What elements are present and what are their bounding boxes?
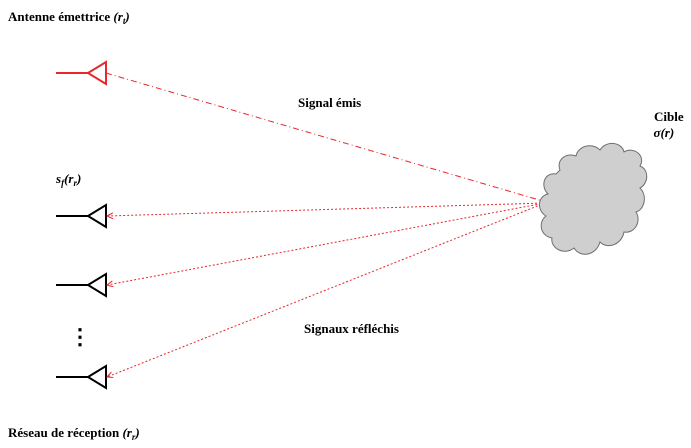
target-label-text: Cible — [654, 109, 684, 124]
transmit-antenna-icon — [56, 60, 107, 86]
reflected-signal-arrow — [107, 202, 546, 216]
reflected-signal-arrow — [107, 202, 546, 377]
transmit-antenna-text: Antenne émettrice — [8, 9, 111, 24]
reflected-signal-arrow — [107, 202, 546, 285]
target-label-math: σ(r) — [653, 125, 675, 140]
target-cloud-icon — [539, 143, 648, 255]
receive-array-math: (rr) — [122, 425, 140, 442]
vertical-ellipsis: ⋮ — [69, 324, 91, 349]
emitted-signal-arrow — [105, 72, 546, 202]
transmit-antenna-label: Antenne émettrice (rt) — [8, 10, 130, 26]
receive-antenna-icon — [56, 203, 107, 229]
emitted-signal-label: Signal émis — [298, 95, 362, 110]
receive-array-text: Réseau de réception — [8, 425, 120, 440]
target-label: Cible σ(r) — [653, 109, 684, 139]
transmit-antenna-math: (rt) — [113, 9, 130, 26]
receive-array-label: Réseau de réception (rr) — [8, 426, 140, 442]
reflected-signals-label: Signaux réfléchis — [304, 321, 399, 336]
receive-antenna-icon — [56, 364, 107, 390]
receive-antenna-icon — [56, 272, 107, 298]
sf-label: sf(rr) — [56, 171, 82, 188]
